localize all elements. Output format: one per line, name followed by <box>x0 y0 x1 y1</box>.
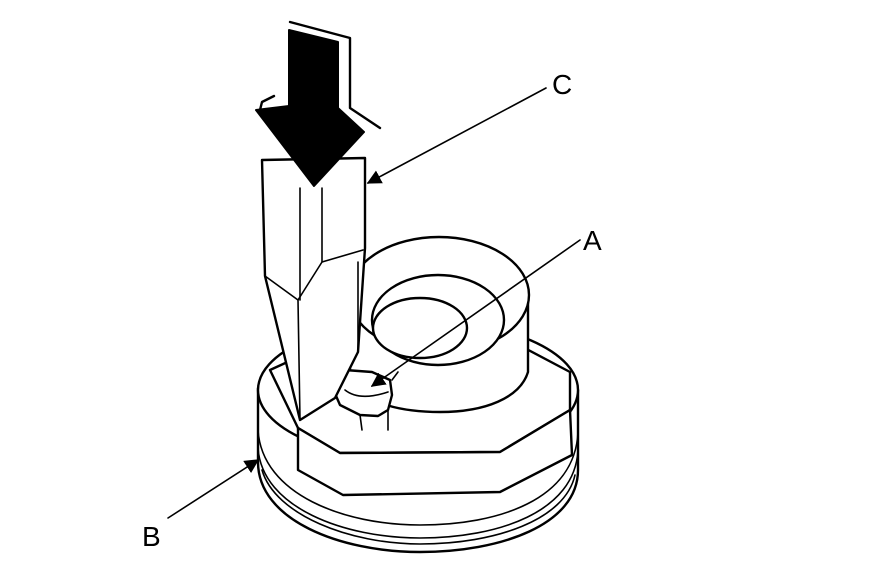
leader-c <box>366 87 547 184</box>
chisel-tool <box>260 156 367 422</box>
label-c: C <box>552 69 572 100</box>
nut-bore <box>371 296 469 360</box>
label-b: B <box>142 521 161 552</box>
force-arrow <box>255 20 382 187</box>
chisel-body <box>260 156 367 422</box>
leader-a <box>370 239 581 387</box>
leader-lines <box>167 87 581 519</box>
label-a: A <box>583 225 602 256</box>
leader-b <box>167 459 260 519</box>
